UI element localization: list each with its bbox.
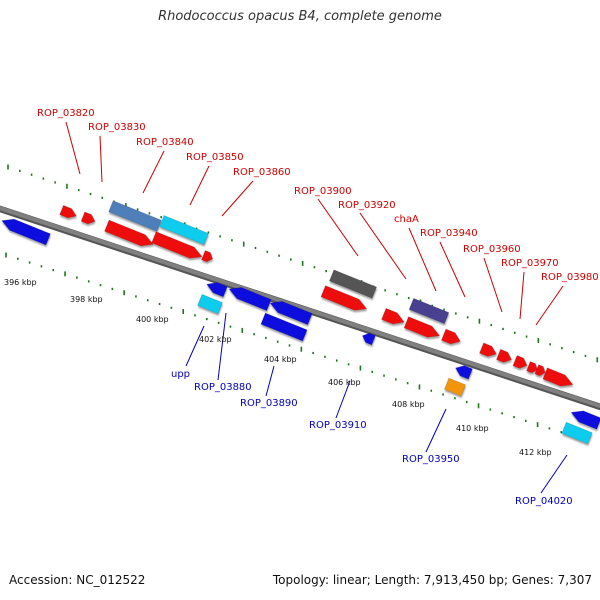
scale-label: 412 kbp xyxy=(519,448,552,457)
gene-rop03940a xyxy=(403,316,441,338)
map-title: Rhodococcus opacus B4, complete genome xyxy=(158,9,442,24)
leader-line xyxy=(483,257,503,313)
leader-line xyxy=(99,135,103,183)
genome-backbone xyxy=(0,205,600,411)
leader-line xyxy=(317,198,359,257)
leader-line xyxy=(519,271,525,320)
leader-line xyxy=(359,212,407,280)
scale-label: 406 kbp xyxy=(328,378,361,387)
leader-line xyxy=(189,165,210,206)
forward-gene-label: ROP_03830 xyxy=(88,122,146,133)
gene-features xyxy=(1,200,600,445)
leader-line xyxy=(142,150,165,194)
leader-line xyxy=(217,312,227,381)
gene-chaA xyxy=(408,297,450,325)
genome-summary: Topology: linear; Length: 7,913,450 bp; … xyxy=(272,573,592,587)
scale-labels: 396 kbp 398 kbp 400 kbp 402 kbp 404 kbp 406 k… xyxy=(4,278,552,457)
scale-label: 402 kbp xyxy=(199,335,232,344)
scale-label: 410 kbp xyxy=(456,424,489,433)
gene-upp-a xyxy=(206,282,228,298)
gene-rop03850 xyxy=(159,215,209,245)
gene-rop03970 xyxy=(512,355,528,369)
gene-reverse-left xyxy=(1,218,51,246)
gene-rop03910 xyxy=(362,332,376,346)
gene-upp xyxy=(197,293,223,315)
gene-rop03960b xyxy=(496,348,512,363)
gene-rop03880 xyxy=(228,287,272,312)
leader-line xyxy=(221,180,254,217)
forward-gene-label: ROP_03980 xyxy=(541,272,599,283)
scale-label: 396 kbp xyxy=(4,278,37,287)
reverse-gene-label: ROP_03950 xyxy=(402,454,460,465)
leader-line xyxy=(185,325,205,367)
reverse-gene-label: ROP_04020 xyxy=(515,496,573,507)
gene-rop03900 xyxy=(329,269,377,299)
gene-rop03860b xyxy=(151,231,203,259)
leader-line xyxy=(335,380,351,419)
gene-rop03940b xyxy=(441,328,461,345)
leader-line xyxy=(265,365,275,397)
gene-rop03970c xyxy=(534,364,546,377)
gene-rop03980 xyxy=(542,367,574,387)
gene-rop03830 xyxy=(80,211,96,225)
forward-gene-label: ROP_03940 xyxy=(420,228,478,239)
gene-rop03840 xyxy=(108,200,162,232)
gene-rop03920 xyxy=(320,285,368,311)
gene-rop03930 xyxy=(381,307,405,325)
forward-gene-label: ROP_03860 xyxy=(233,167,291,178)
gene-rop03860c xyxy=(201,250,214,263)
leader-line xyxy=(439,241,466,298)
forward-gene-label: ROP_03840 xyxy=(136,137,194,148)
gene-rop04020b xyxy=(561,421,593,445)
forward-gene-label: ROP_03900 xyxy=(294,186,352,197)
leader-line xyxy=(65,121,81,175)
forward-gene-label: ROP_03970 xyxy=(501,258,559,269)
leader-line xyxy=(540,454,568,494)
forward-gene-label: ROP_03850 xyxy=(186,152,244,163)
forward-gene-label: ROP_03820 xyxy=(37,108,95,119)
gene-rop03820 xyxy=(59,204,77,219)
leader-line xyxy=(425,408,447,453)
scale-label: 400 kbp xyxy=(136,315,169,324)
backbone-highlight xyxy=(0,206,600,409)
gene-rop03890b xyxy=(260,312,308,342)
gene-rop04020a xyxy=(570,410,600,430)
reverse-gene-label: ROP_03880 xyxy=(194,382,252,393)
forward-gene-label: chaA xyxy=(394,214,419,225)
scale-label: 408 kbp xyxy=(392,400,425,409)
gene-rop03950b xyxy=(444,377,466,397)
gene-rop03970b xyxy=(526,361,539,374)
forward-gene-label: ROP_03920 xyxy=(338,200,396,211)
gene-rop03890a xyxy=(269,301,313,326)
leader-line xyxy=(535,285,564,326)
gene-rop03950a xyxy=(455,365,473,380)
reverse-gene-label: ROP_03910 xyxy=(309,420,367,431)
reverse-gene-label: ROP_03890 xyxy=(240,398,298,409)
gene-rop03960 xyxy=(479,342,497,357)
scale-label: 398 kbp xyxy=(70,295,103,304)
gene-labels: ROP_03820ROP_03830ROP_03840ROP_03850ROP_… xyxy=(37,108,599,507)
forward-gene-label: ROP_03960 xyxy=(463,244,521,255)
label-leaders xyxy=(65,121,568,494)
scale-label: 404 kbp xyxy=(264,355,297,364)
leader-line xyxy=(408,227,437,292)
reverse-gene-label: upp xyxy=(171,369,190,380)
accession-text: Accession: NC_012522 xyxy=(9,573,146,587)
gene-rop03860a xyxy=(104,219,154,247)
